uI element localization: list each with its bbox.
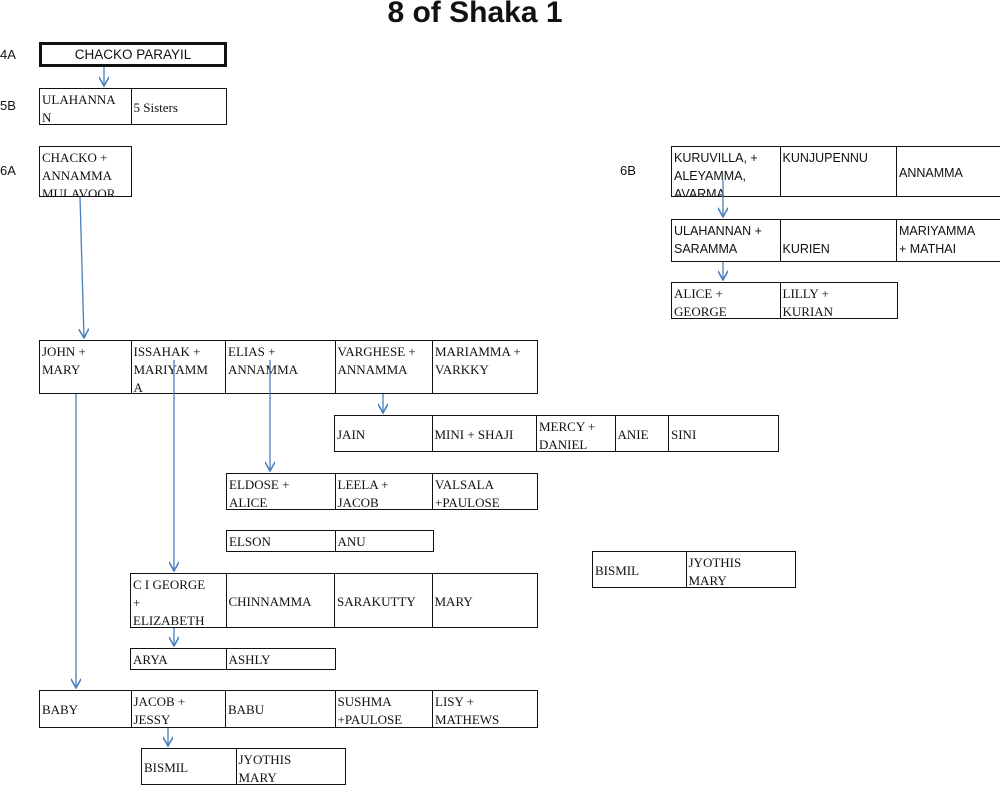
arrow-6a-to-7a xyxy=(80,196,84,338)
row-7g: ARYA ASHLY xyxy=(130,648,336,670)
person-box: LILLY + KURIAN xyxy=(779,282,898,319)
person-box: MARIAMMA + VARKKY xyxy=(432,340,538,394)
diagram-title: 8 of Shaka 1 xyxy=(387,0,563,29)
row-6b-3: ALICE + GEORGE LILLY + KURIAN xyxy=(671,282,898,319)
person-box: SARAKUTTY xyxy=(334,573,433,628)
person-box: BISMIL xyxy=(592,551,687,588)
person-box: SINI xyxy=(668,415,779,452)
person-box: LISY + MATHEWS xyxy=(432,690,538,728)
person-box: KUNJUPENNU xyxy=(779,146,898,197)
person-box: ALICE + GEORGE xyxy=(671,282,781,319)
person-box: MARY xyxy=(431,573,538,628)
person-box: JYOTHIS MARY xyxy=(685,551,796,588)
person-box: BISMIL xyxy=(141,748,237,785)
person-box: KURUVILLA, + ALEYAMMA, AVARMA xyxy=(671,146,781,197)
person-box: ELSON xyxy=(226,530,336,552)
row-6b: KURUVILLA, + ALEYAMMA, AVARMA KUNJUPENNU… xyxy=(671,146,1000,197)
row-7f: C I GEORGE + ELIZABETH CHINNAMMA SARAKUT… xyxy=(130,573,538,628)
person-box: MERCY + DANIEL xyxy=(536,415,616,452)
row-6a: CHACKO + ANNAMMA MULAVOOR xyxy=(39,146,132,197)
row-5b: ULAHANNA N 5 Sisters xyxy=(39,88,227,125)
person-box: ELIAS + ANNAMMA xyxy=(225,340,336,394)
person-box: ULAHANNA N xyxy=(39,88,132,125)
person-box: VALSALA +PAULOSE xyxy=(432,473,538,510)
person-box: VARGHESE + ANNAMMA xyxy=(334,340,434,394)
row-4a: CHACKO PARAYIL xyxy=(39,42,227,67)
generation-label-6a: 6A xyxy=(0,163,16,178)
person-box: BABU xyxy=(225,690,336,728)
person-box: ANU xyxy=(334,530,434,552)
row-7e: BISMIL JYOTHIS MARY xyxy=(592,551,796,588)
person-box: KURIEN xyxy=(779,219,898,262)
row-7d: ELSON ANU xyxy=(226,530,434,552)
person-box: ISSAHAK + MARIYAMM A xyxy=(130,340,227,394)
row-6b-2: ULAHANNAN + SARAMMA KURIEN MARIYAMMA + M… xyxy=(671,219,1000,262)
row-7h: BABY JACOB + JESSY BABU SUSHMA +PAULOSE … xyxy=(39,690,538,728)
person-box: ANNAMMA xyxy=(896,146,1000,197)
person-box: LEELA + JACOB xyxy=(334,473,434,510)
person-box: ULAHANNAN + SARAMMA xyxy=(671,219,781,262)
person-box: JYOTHIS MARY xyxy=(235,748,346,785)
person-box: CHACKO + ANNAMMA MULAVOOR xyxy=(39,146,132,197)
person-box: C I GEORGE + ELIZABETH xyxy=(130,573,227,628)
row-7c: ELDOSE + ALICE LEELA + JACOB VALSALA +PA… xyxy=(226,473,538,510)
generation-label-6b: 6B xyxy=(620,163,636,178)
person-box: ANIE xyxy=(614,415,670,452)
row-7i: BISMIL JYOTHIS MARY xyxy=(141,748,346,785)
person-box: JAIN xyxy=(334,415,433,452)
person-box: MARIYAMMA + MATHAI xyxy=(896,219,1000,262)
person-box: CHINNAMMA xyxy=(225,573,336,628)
person-box: JACOB + JESSY xyxy=(130,690,227,728)
person-box: ASHLY xyxy=(225,648,336,670)
person-box: ARYA xyxy=(130,648,227,670)
row-7a: JOHN + MARY ISSAHAK + MARIYAMM A ELIAS +… xyxy=(39,340,538,394)
person-box: MINI + SHAJI xyxy=(431,415,538,452)
generation-label-4a: 4A xyxy=(0,47,16,62)
person-box: 5 Sisters xyxy=(130,88,227,125)
person-box: SUSHMA +PAULOSE xyxy=(334,690,434,728)
person-box: CHACKO PARAYIL xyxy=(39,42,227,67)
person-box: BABY xyxy=(39,690,132,728)
generation-label-5b: 5B xyxy=(0,98,16,113)
person-box: ELDOSE + ALICE xyxy=(226,473,336,510)
person-box: JOHN + MARY xyxy=(39,340,132,394)
row-7b: JAIN MINI + SHAJI MERCY + DANIEL ANIE SI… xyxy=(334,415,779,452)
